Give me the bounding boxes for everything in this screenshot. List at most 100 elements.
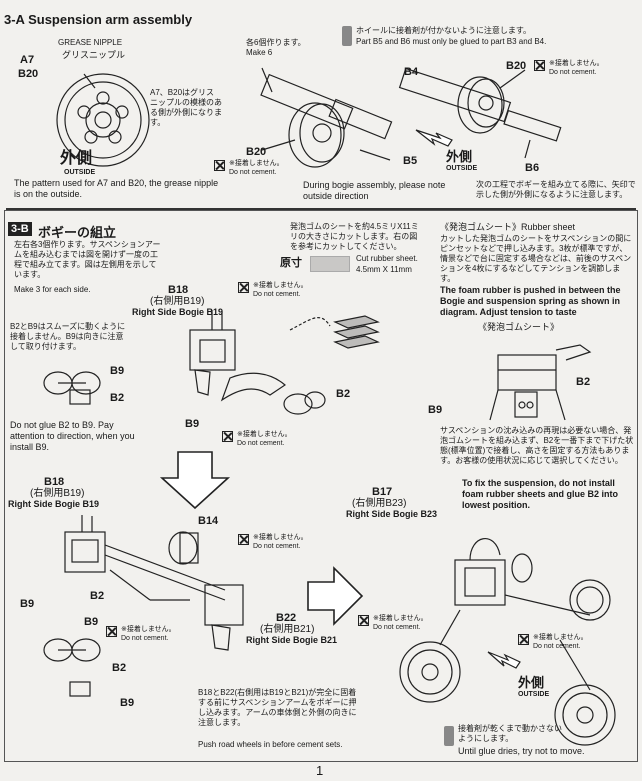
part-label-b2-mid: B2 <box>336 388 351 400</box>
make6-note-jp: 各6個作ります。 <box>246 38 306 47</box>
pattern-note: The pattern used for A7 and B20, the gre… <box>14 178 219 199</box>
no-cement-icon <box>214 160 225 171</box>
no-cement-b14-jp: ※接着しません。 <box>253 534 308 541</box>
no-cement-icon-b18 <box>238 282 249 293</box>
b9-part-drawing <box>43 371 101 405</box>
b2-b9-note-jp: B2とB9はスムーズに動くように接着しません。B9は向きに注意して取り付けます。 <box>10 322 126 351</box>
outside-label-en: OUTSIDE <box>64 169 96 176</box>
outside-label-jp: 外側 <box>60 150 93 167</box>
orientation-note-jp: A7、B20はグリスニップルの模様のある側が外側になります。 <box>150 88 222 127</box>
part-label-b9-bottom: B9 <box>84 616 99 628</box>
outside-label-b-en: OUTSIDE <box>518 691 550 698</box>
grease-nipple-label-en: GREASE NIPPLE <box>58 38 123 47</box>
grease-nipple-label-jp: グリスニップル <box>62 50 126 60</box>
part-label-b18-upper: B18 <box>168 284 189 296</box>
section-b-intro-jp: 左右各3個作ります。サスペンションアームを組み込むまでは図を開けず一度の工程で組… <box>14 240 161 279</box>
part-label-b9-mid: B9 <box>185 418 200 430</box>
bogie-upper-drawing <box>189 310 326 415</box>
arm-drawing <box>260 67 393 168</box>
right-side-b23-en: Right Side Bogie B23 <box>346 509 438 519</box>
part-label-b22: B22 <box>276 612 297 624</box>
arm-assembled-drawing <box>398 67 562 159</box>
actual-size-label: 原寸 <box>280 257 302 269</box>
part-label-b5: B5 <box>403 155 418 167</box>
part-label-make6-b20: B20 <box>246 146 267 158</box>
part-label-b9-upper: B9 <box>110 365 125 377</box>
no-cement-b17-en: Do not cement. <box>373 624 421 631</box>
glue-warning-icon <box>342 26 352 46</box>
bogie-final-drawing <box>399 537 616 746</box>
cut-rubber-size: 4.5mm X 11mm <box>356 265 412 274</box>
foam-rubber-note: The foam rubber is pushed in between the… <box>440 285 621 317</box>
part-label-b2-lower: B2 <box>90 590 105 602</box>
part-label-right-b20: B20 <box>506 60 527 72</box>
glue-warning-en: Part B5 and B6 must only be glued to par… <box>356 37 547 46</box>
no-cement-b18-en: Do not cement. <box>253 291 301 298</box>
part-label-b2-right: B2 <box>576 376 591 388</box>
glue-dry-note-en: Until glue dries, try not to move. <box>458 746 585 756</box>
no-cement-icon-b17 <box>358 615 369 626</box>
right-side-b19-jp-lower: (右側用B19) <box>30 488 85 499</box>
no-cement-wheel-jp: ※接着しません。 <box>533 634 588 641</box>
fix-suspension-en: To fix the suspension, do not install fo… <box>462 478 619 510</box>
part-label-b14: B14 <box>198 515 219 527</box>
wheel-drawing-a7 <box>56 73 150 167</box>
right-side-b23-jp: (右側用B23) <box>352 498 407 509</box>
no-cement-icon-b14 <box>238 534 249 545</box>
no-cement-b17-jp: ※接着しません。 <box>373 615 428 622</box>
outside-label-a-jp: 外側 <box>446 149 473 164</box>
next-step-note-jp: 次の工程でボギーを組み立てる際に、矢印で示した側が外側になるように注意します。 <box>476 180 636 199</box>
part-label-b18-lower: B18 <box>44 476 65 488</box>
part-label-b9-lower: B9 <box>20 598 35 610</box>
no-cement-b9-en: Do not cement. <box>237 440 285 447</box>
part-label-b9-last: B9 <box>120 697 135 709</box>
rubber-sheet-subheading: 《発泡ゴムシート》 <box>478 322 560 332</box>
glue-dry-icon <box>444 726 454 746</box>
outside-arrow-shape <box>487 651 521 669</box>
no-cement-bottom-jp: ※接着しません。 <box>121 626 176 633</box>
arrow-shape <box>415 129 453 147</box>
section-a-title: 3-A Suspension arm assembly <box>4 12 193 27</box>
rubber-cut-note-jp: 発泡ゴムのシートを約4.5ミリX11ミリの大きさにカットします。右の図を参考にカ… <box>290 222 419 251</box>
bogie-lower-drawing <box>43 515 244 697</box>
part-label-b6: B6 <box>525 162 540 174</box>
section-b-make3-en: Make 3 for each side. <box>14 285 91 294</box>
down-arrow-shape <box>159 451 231 510</box>
no-cement-icon-bottom <box>106 626 117 637</box>
no-cement-wheel-en: Do not cement. <box>533 643 581 650</box>
rubber-sheet-body-jp: カットした発泡ゴムのシートをサスペンションの間にピンセットなどで押し込みます。3… <box>440 234 632 283</box>
part-label-b17: B17 <box>372 486 393 498</box>
make6-note-en: Make 6 <box>246 48 273 57</box>
glue-dry-note-jp: 接着剤が乾くまで動かさないようにします。 <box>458 724 562 743</box>
no-cement-right-jp: ※接着しません。 <box>549 60 604 67</box>
no-cement-b9-jp: ※接着しません。 <box>237 431 292 438</box>
bogie-direction-note: During bogie assembly, please note outsi… <box>303 180 446 201</box>
right-side-b19-en-lower: Right Side Bogie B19 <box>8 499 100 509</box>
outside-label-a-en: OUTSIDE <box>446 165 478 172</box>
part-label-b2-upper: B2 <box>110 392 125 404</box>
section-divider <box>6 208 636 210</box>
part-label-b9-right: B9 <box>428 404 443 416</box>
right-side-b19-en-upper: Right Side Bogie B19 <box>132 307 224 317</box>
no-cement-b18-jp: ※接着しません。 <box>253 282 308 289</box>
no-cement-icon-wheel <box>518 634 529 645</box>
no-cement-icon-right <box>534 60 545 71</box>
right-side-b21-en: Right Side Bogie B21 <box>246 635 338 645</box>
section-b-badge: 3-B <box>8 222 32 236</box>
part-label-b4: B4 <box>404 66 419 78</box>
cut-rubber-note: Cut rubber sheet. <box>356 254 418 263</box>
push-arm-note-en: Push road wheels in before cement sets. <box>198 740 343 749</box>
right-arrow-shape <box>307 566 364 626</box>
dont-glue-note: Do not glue B2 to B9. Pay attention to d… <box>10 420 135 452</box>
no-cement-b14-en: Do not cement. <box>253 543 301 550</box>
page-number: 1 <box>316 763 324 778</box>
no-cement-note-en: Do not cement. <box>229 169 277 176</box>
part-label-b2-bottom: B2 <box>112 662 127 674</box>
no-cement-right-en: Do not cement. <box>549 69 597 76</box>
glue-warning-jp: ホイールに接着剤が付かないように注意します。 <box>356 26 532 35</box>
no-cement-note-jp: ※接着しません。 <box>229 160 284 167</box>
fix-suspension-jp: サスペンションの沈み込みの再現は必要ない場合、発泡ゴムシートを組み込まず、B2を… <box>440 426 634 465</box>
section-b-title: ボギーの組立 <box>38 225 117 240</box>
part-label-a7: A7 <box>20 54 35 66</box>
